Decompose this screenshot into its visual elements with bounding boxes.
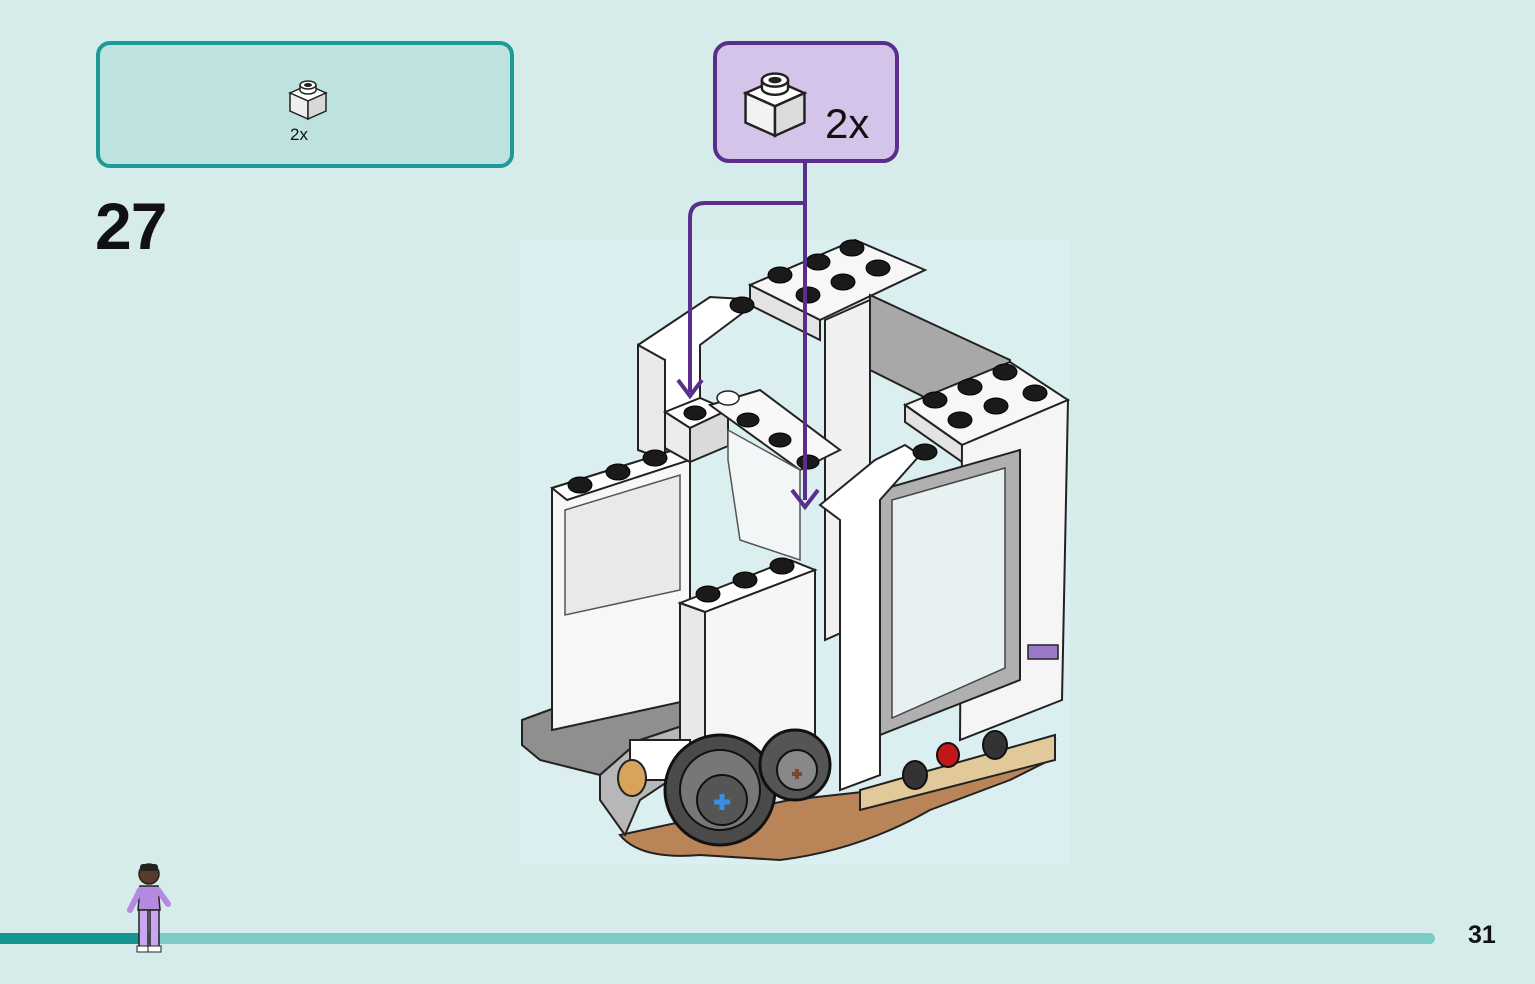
progress-fill (0, 933, 144, 944)
parts-quantity: 2x (290, 125, 308, 144)
page-number: 31 (1468, 921, 1496, 949)
front-window-pane (891, 467, 1006, 720)
gear-small (758, 728, 832, 802)
left-window (564, 473, 681, 616)
arrow-head-left (676, 378, 704, 400)
step-number: 27 (95, 189, 167, 263)
gear-large (663, 733, 777, 847)
parts-list-box: 2x (96, 41, 514, 168)
callout-box: 2x (713, 41, 899, 163)
minifigure-icon (127, 863, 171, 953)
white-1x1-brick-icon (742, 72, 808, 138)
progress-track (0, 933, 1435, 944)
middle-plate (707, 388, 842, 472)
front-arch (818, 443, 922, 792)
callout-arrows (688, 163, 807, 500)
callout-quantity: 2x (825, 100, 870, 147)
white-1x1-brick-icon (288, 80, 328, 121)
purple-stripe (1027, 644, 1059, 660)
studs (567, 239, 1048, 603)
arrow-head-right (790, 488, 820, 511)
